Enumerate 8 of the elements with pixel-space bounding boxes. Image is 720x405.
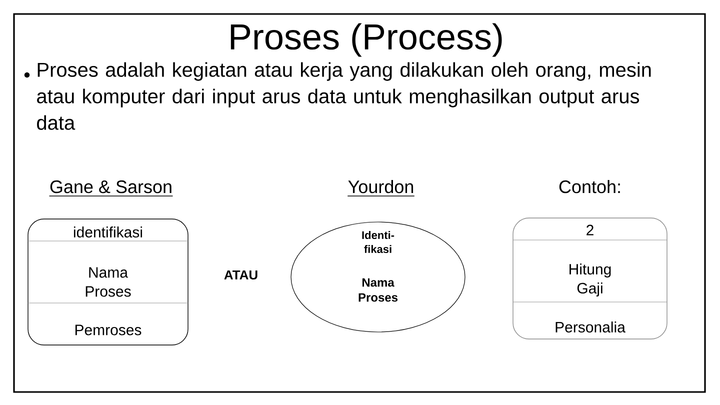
column-heading: Yourdon — [347, 180, 415, 196]
column-heading: Contoh: — [559, 180, 620, 194]
slide-title: Proses (Process) — [230, 23, 502, 57]
process-box: identifikasi Nama Proses Pemroses — [28, 218, 188, 346]
column-heading: Gane & Sarson — [48, 180, 174, 196]
or-text: ATAU — [224, 270, 258, 280]
process-box: 2 Hitung Gaji Personalia — [512, 218, 668, 340]
bullet-text: Proses adalah kegiatan atau kerja yang dilakukan oleh orang, mesin atau komputer dari input arus data untuk menghasilkan output arus data — [37, 62, 651, 130]
